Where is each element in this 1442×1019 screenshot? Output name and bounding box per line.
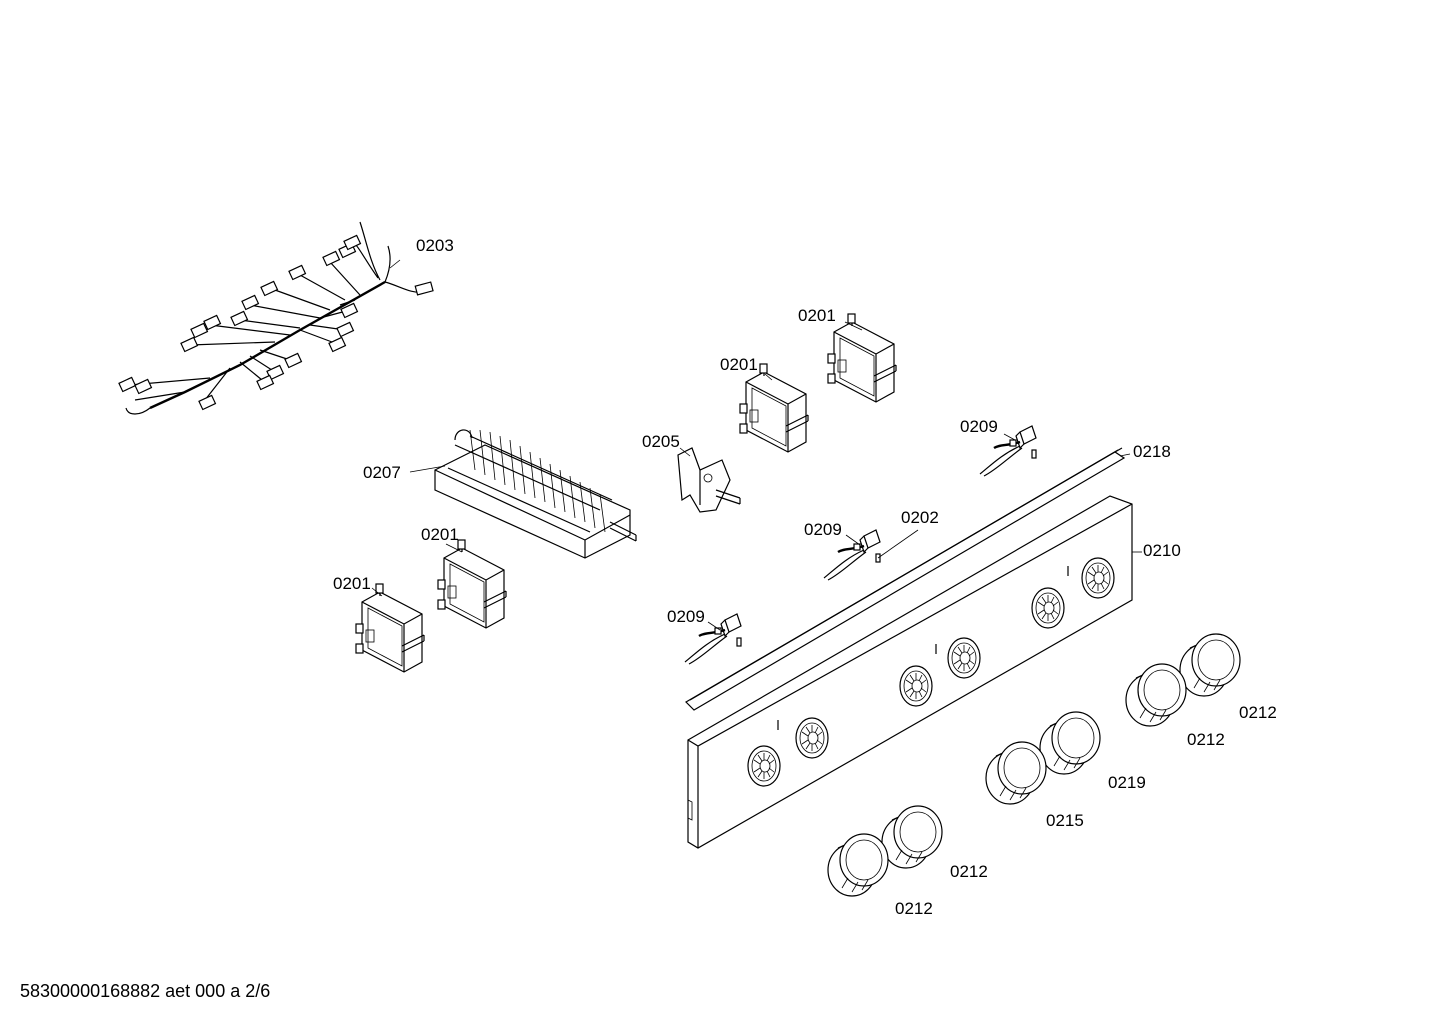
rotary-switch: [355, 583, 425, 673]
switch-block: [434, 429, 637, 559]
wiring-harness: [118, 221, 434, 415]
label-0219: 0219: [1108, 773, 1146, 792]
control-knob: [985, 741, 1047, 805]
label-0201: 0201: [798, 306, 836, 325]
control-knob: [827, 833, 889, 897]
label-0210: 0210: [1143, 541, 1181, 560]
rotary-switch: [739, 363, 809, 453]
label-0202: 0202: [901, 508, 939, 527]
label-0215: 0215: [1046, 811, 1084, 830]
label-0209: 0209: [960, 417, 998, 436]
leader-line: [1119, 453, 1131, 457]
control-knob: [881, 805, 943, 869]
leader-line: [764, 373, 773, 381]
leader-line: [1003, 433, 1016, 441]
control-knob: [1179, 633, 1241, 697]
label-0212: 0212: [1239, 703, 1277, 722]
control-knob: [1125, 663, 1187, 727]
bracket: [677, 447, 741, 513]
leader-line: [679, 447, 691, 457]
label-0201: 0201: [333, 574, 371, 593]
label-0203: 0203: [416, 236, 454, 255]
label-0209: 0209: [804, 520, 842, 539]
leader-line: [409, 465, 446, 473]
leader-line: [845, 534, 861, 546]
document-id: 58300000168882 aet 000 a 2/6: [20, 981, 270, 1001]
label-0201: 0201: [421, 525, 459, 544]
rotary-switch: [437, 539, 507, 629]
label-0212: 0212: [895, 899, 933, 918]
label-0212: 0212: [950, 862, 988, 881]
leader-line: [389, 259, 401, 269]
leader-line: [844, 321, 863, 331]
label-0207: 0207: [363, 463, 401, 482]
control-panel: [687, 495, 1133, 849]
leader-line: [707, 621, 721, 631]
leader-line: [877, 529, 919, 559]
leader-line: [371, 587, 383, 597]
label-0209: 0209: [667, 607, 705, 626]
rotary-switch: [827, 313, 897, 403]
label-0212: 0212: [1187, 730, 1225, 749]
label-0201: 0201: [720, 355, 758, 374]
control-knob: [1039, 711, 1101, 775]
leader-line: [445, 543, 463, 553]
label-0205: 0205: [642, 432, 680, 451]
label-0218: 0218: [1133, 442, 1171, 461]
